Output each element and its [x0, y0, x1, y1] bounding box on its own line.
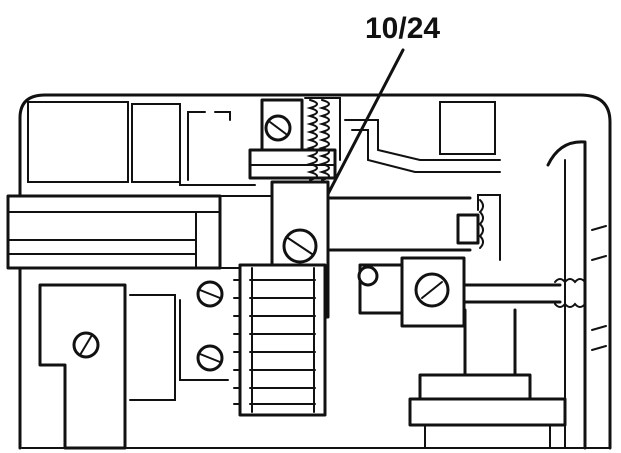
side-screws — [179, 280, 229, 381]
coil-spring — [306, 99, 330, 181]
callout-label: 10/24 — [365, 12, 440, 45]
horizontal-shaft — [298, 194, 501, 261]
slide-bar — [6, 194, 301, 270]
right-frame — [546, 140, 607, 450]
wire-guides — [187, 101, 501, 181]
upper-left-panels — [27, 101, 256, 186]
right-collar — [357, 256, 586, 328]
toothed-rack — [233, 263, 327, 417]
lower-left-plate — [38, 283, 176, 450]
pedestal — [408, 308, 567, 449]
